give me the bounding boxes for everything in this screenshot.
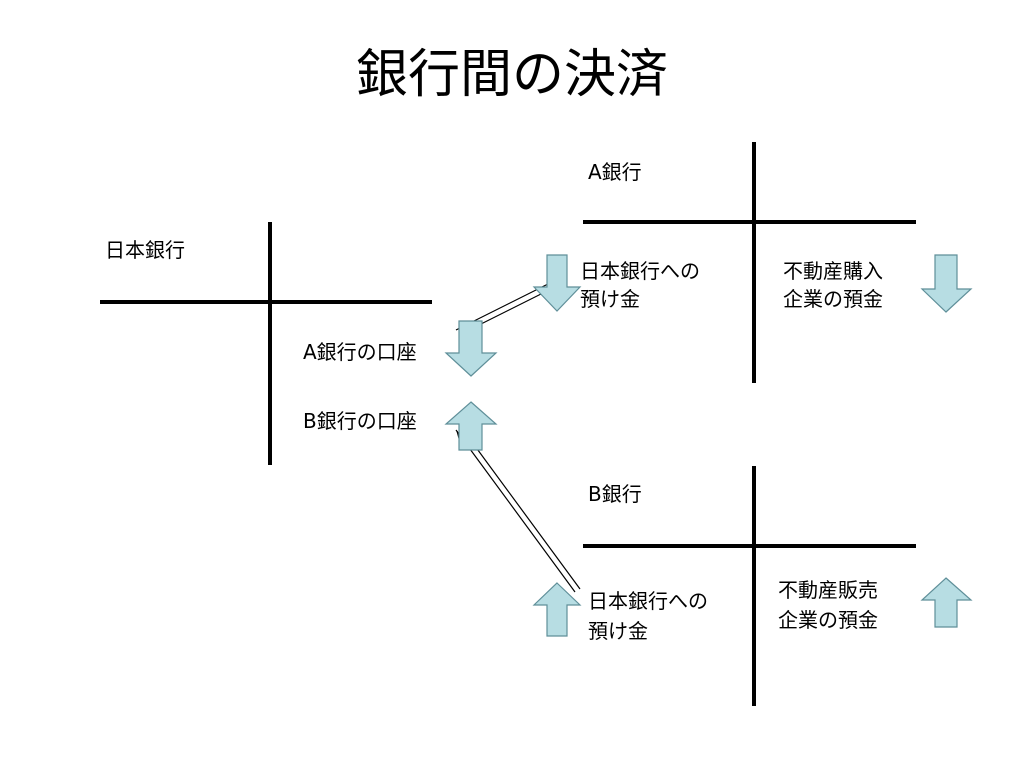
down-arrow-bank-a-deposit-icon (532, 254, 582, 312)
bank-b-left-item-line1: 日本銀行への (588, 589, 708, 613)
bank-b-right-item-line1: 不動産販売 (778, 578, 878, 602)
bank-b-label: B銀行 (588, 482, 642, 506)
down-arrow-boj-account-a-icon (444, 320, 498, 377)
up-arrow-bank-b-customer-icon (920, 577, 973, 628)
connector-boj-to-bank-b (455, 426, 581, 593)
boj-label: 日本銀行 (105, 238, 185, 262)
bank-a-right-item-line1: 不動産購入 (783, 259, 883, 283)
down-arrow-bank-a-customer-icon (920, 254, 973, 313)
bank-a-label: A銀行 (588, 160, 642, 184)
up-arrow-bank-b-deposit-icon (532, 582, 582, 637)
up-arrow-boj-account-b-icon (444, 401, 498, 451)
bank-a-right-item-line2: 企業の預金 (783, 287, 883, 311)
bank-b-left-item-line2: 預け金 (588, 619, 648, 643)
bank-b-right-item-line2: 企業の預金 (778, 608, 878, 632)
bank-a-left-item-line1: 日本銀行への (580, 259, 700, 283)
boj-account-b-label: B銀行の口座 (303, 409, 417, 433)
bank-a-left-item-line2: 預け金 (580, 287, 640, 311)
boj-account-a-label: A銀行の口座 (303, 340, 417, 364)
page-title: 銀行間の決済 (355, 45, 668, 105)
